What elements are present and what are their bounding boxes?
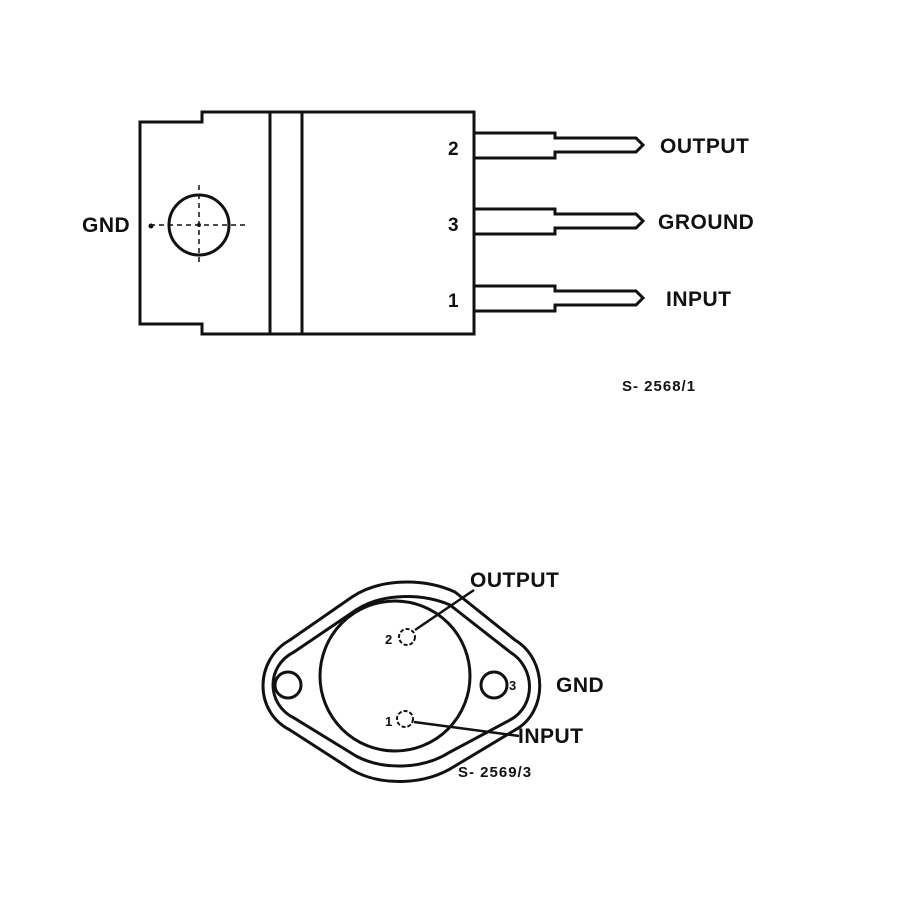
to220-pin-2-number: 2 (448, 139, 459, 160)
to3-input-label: INPUT (518, 725, 584, 748)
to220-package: GND 2 OUTPUT 3 GROUND 1 INPUT S- 2568/1 (82, 110, 754, 395)
to3-mounting-hole-left (273, 670, 303, 700)
to3-pin-2-number: 2 (385, 632, 392, 647)
to3-pin-2 (398, 628, 416, 646)
to3-figure-code: S- 2569/3 (458, 764, 532, 781)
to3-pin-1 (396, 710, 414, 728)
to220-body-outline (138, 110, 476, 336)
to220-pin-2: 2 OUTPUT (448, 131, 749, 160)
to220-mounting-hole (150, 185, 245, 265)
to220-pin-2-label: OUTPUT (660, 135, 749, 158)
to3-package: 2 1 3 OUTPUT INPUT GND S- 2569/3 (261, 569, 604, 784)
to3-pin-3-number: 3 (509, 678, 516, 693)
to220-pin-3: 3 GROUND (448, 207, 754, 236)
to3-output-leader (414, 588, 475, 632)
to220-pin-1-label: INPUT (666, 288, 732, 311)
to220-pin-3-label: GROUND (658, 211, 754, 234)
to3-flange-outer (261, 580, 542, 784)
to3-gnd-label: GND (556, 674, 604, 697)
to3-can (318, 599, 472, 753)
to220-pin-1: 1 INPUT (448, 284, 732, 313)
to220-tab-gnd-dot (148, 223, 154, 229)
to3-pin-1-number: 1 (385, 714, 392, 729)
to220-figure-code: S- 2568/1 (622, 378, 696, 395)
to3-flange-inner (271, 595, 531, 768)
to220-pin-1-number: 1 (448, 291, 459, 312)
to220-pin-3-number: 3 (448, 215, 459, 236)
to220-tab-gnd-label: GND (82, 214, 130, 237)
to3-mounting-hole-right (479, 670, 509, 700)
to3-input-leader (413, 720, 520, 738)
to3-output-label: OUTPUT (470, 569, 559, 592)
